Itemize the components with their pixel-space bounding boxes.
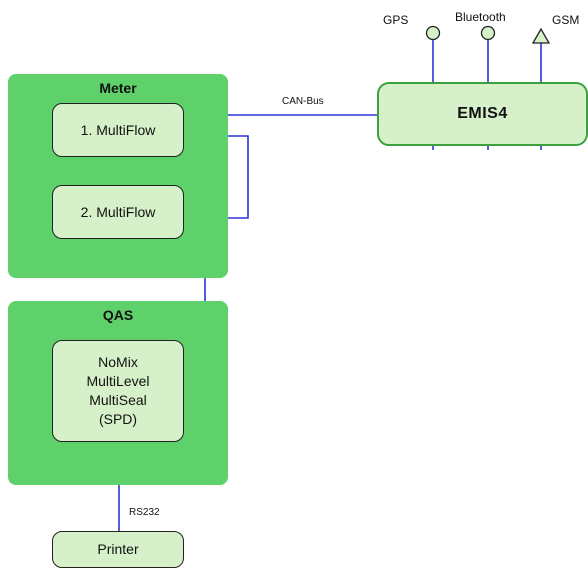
gsm-label: GSM — [552, 13, 580, 27]
emis4-node: EMIS4 — [377, 82, 588, 146]
qas-line-multilevel: MultiLevel — [86, 373, 150, 389]
multiflow2-label: 2. MultiFlow — [80, 203, 156, 220]
gps-label: GPS — [383, 13, 409, 27]
printer-node: Printer — [52, 531, 184, 568]
qas-line-multiseal: MultiSeal — [89, 392, 147, 408]
qas-line-spd: (SPD) — [98, 411, 138, 427]
printer-label: Printer — [97, 541, 139, 557]
gps-antenna-icon — [425, 25, 441, 41]
rs232-label: RS232 — [129, 507, 160, 518]
multiflow1-label: 1. MultiFlow — [80, 121, 156, 138]
bluetooth-antenna-icon — [480, 25, 496, 41]
qas-group-title: QAS — [102, 307, 134, 323]
can-bus-label: CAN-Bus — [282, 96, 324, 107]
gsm-antenna-icon — [531, 27, 551, 44]
qas-device-node: NoMix MultiLevel MultiSeal (SPD) — [52, 340, 184, 442]
bluetooth-label: Bluetooth — [455, 10, 506, 24]
qas-line-nomix: NoMix — [98, 354, 138, 370]
emis4-label: EMIS4 — [457, 105, 508, 122]
meter-group-title: Meter — [99, 80, 137, 96]
multiflow1-node: 1. MultiFlow — [52, 103, 184, 157]
multiflow2-node: 2. MultiFlow — [52, 185, 184, 239]
